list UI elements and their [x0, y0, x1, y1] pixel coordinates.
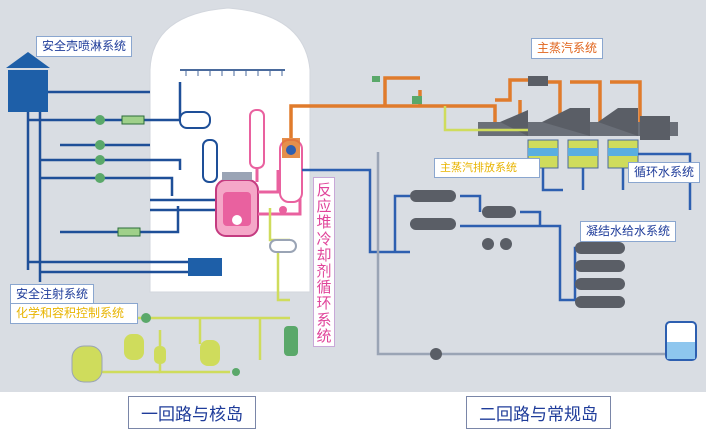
- circulating-water-lines: [541, 152, 692, 210]
- pressurizer: [249, 109, 265, 169]
- label-containment-spray: 安全壳喷淋系统: [36, 36, 133, 57]
- steam-valve-2: [412, 96, 422, 104]
- region-secondary-conventional-island: 二回路与常规岛: [466, 396, 611, 429]
- spray-water-tank: [8, 70, 48, 112]
- label-cvcs: 化学和容积控制系统: [10, 303, 138, 324]
- feed-pump-2-icon: [500, 238, 512, 250]
- rhr-heat-exchanger: [117, 227, 141, 237]
- charging-pump-icon: [141, 313, 151, 323]
- label-condensate-feedwater: 凝结水给水系统: [580, 221, 677, 242]
- si-pump-2-icon: [95, 155, 105, 165]
- si-pump-1-icon: [95, 140, 105, 150]
- moisture-separator: [528, 76, 548, 86]
- reactor-coolant-loop: [255, 168, 302, 216]
- diagram-background: [0, 0, 706, 392]
- condensate-storage-tank: [665, 321, 697, 361]
- label-safety-injection: 安全注射系统: [10, 284, 95, 305]
- feed-pump-1-icon: [482, 238, 494, 250]
- turbine-generator: [478, 108, 678, 140]
- label-steam-dump: 主蒸汽排放系统: [434, 158, 540, 178]
- cvcs-tank-1: [124, 334, 144, 360]
- steam-generator: [279, 138, 303, 203]
- boric-pump-icon: [232, 368, 240, 376]
- deaerator: [482, 206, 516, 218]
- regenerative-hx: [269, 239, 297, 253]
- steam-valve-1: [372, 76, 380, 82]
- boric-acid-tank: [71, 345, 103, 383]
- spray-heat-exchanger: [121, 115, 145, 125]
- region-primary-nuclear-island: 一回路与核岛: [128, 396, 256, 429]
- condensate-pump-icon: [430, 348, 442, 360]
- label-main-steam: 主蒸汽系统: [531, 38, 604, 59]
- cvcs-tank-2: [154, 346, 166, 364]
- label-reactor-coolant: 反应堆冷却剂循环系统: [313, 177, 335, 347]
- reactor-vessel: [215, 172, 259, 237]
- accumulator: [202, 139, 218, 183]
- hp-heaters: [410, 190, 456, 230]
- steam-dump-line: [443, 106, 528, 132]
- cvcs-filter: [284, 326, 298, 356]
- lp-heaters: [575, 242, 625, 308]
- condensers: [527, 139, 639, 169]
- spray-pump-icon: [95, 115, 105, 125]
- containment-tank: [179, 111, 211, 129]
- spray-tank-roof: [6, 52, 50, 68]
- coolant-pump-icon: [279, 206, 287, 214]
- si-pump-3-icon: [95, 173, 105, 183]
- label-circulating-water: 循环水系统: [628, 162, 701, 183]
- volume-control-tank: [200, 340, 220, 366]
- sump-tank: [188, 258, 222, 276]
